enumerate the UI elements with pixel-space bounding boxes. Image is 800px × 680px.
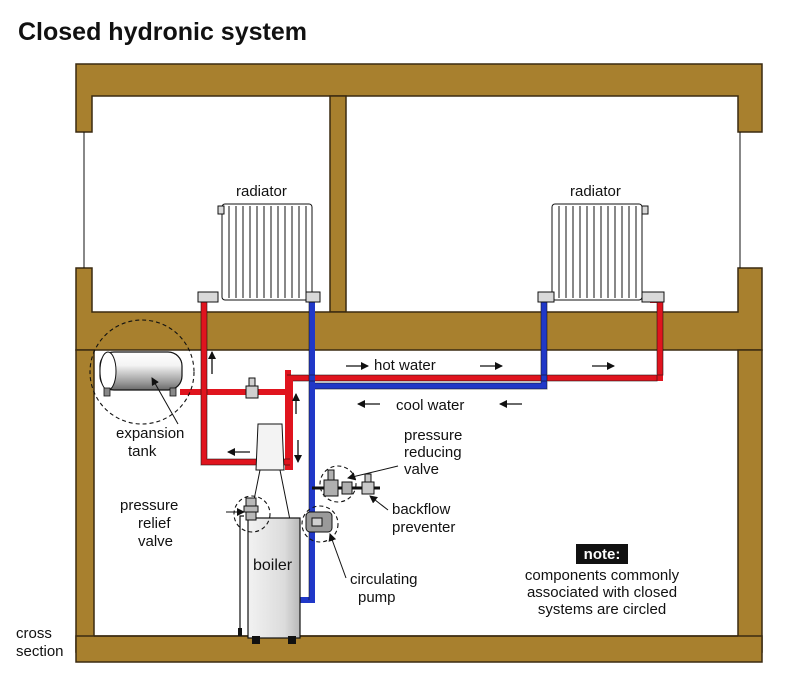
label-pressure-relief-2: relief (138, 515, 171, 532)
flow-arrows (208, 351, 615, 463)
label-circulating-2: pump (358, 589, 396, 606)
circulating-pump-circle (301, 505, 339, 543)
label-expansion-tank-2: tank (128, 443, 157, 460)
note-line-2: associated with closed (527, 584, 677, 601)
expansion-tank-circle (89, 319, 195, 425)
note-line-3: systems are circled (538, 601, 666, 618)
label-radiator-left: radiator (236, 183, 287, 200)
pressure-relief-circle (233, 495, 271, 533)
label-cool-water: cool water (396, 397, 464, 414)
roof-slab (75, 63, 763, 133)
label-pressure-reducing-2: reducing (404, 444, 462, 461)
label-cross-section-1: cross (16, 625, 52, 642)
left-lower-wall (75, 349, 95, 653)
label-pressure-reducing-3: valve (404, 461, 439, 478)
label-backflow-2: preventer (392, 519, 455, 536)
center-wall (329, 95, 347, 313)
label-pressure-relief-3: valve (138, 533, 173, 550)
backflow-preventer (361, 473, 375, 495)
label-radiator-right: radiator (570, 183, 621, 200)
label-expansion-tank-1: expansion (116, 425, 184, 442)
circulating-pump (305, 511, 333, 533)
cool-water-piping (300, 300, 547, 603)
pressure-relief-valve (243, 497, 259, 521)
label-cross-section-2: section (16, 643, 64, 660)
leader-lines (151, 377, 399, 579)
label-boiler: boiler (253, 557, 293, 574)
tank-valve (245, 377, 259, 399)
radiator-left (197, 203, 321, 303)
page-title: Closed hydronic system (18, 18, 307, 46)
label-circulating-1: circulating (350, 571, 418, 588)
ground-slab (75, 635, 763, 663)
note-badge: note: (584, 546, 621, 563)
label-hot-water: hot water (374, 357, 436, 374)
note-box: note: components commonly associated wit… (525, 544, 680, 618)
house-structure (75, 63, 763, 663)
boiler (238, 423, 301, 644)
right-lower-wall (737, 349, 763, 653)
pressure-reducing-circle (319, 465, 357, 503)
label-pressure-relief-1: pressure (120, 497, 178, 514)
radiator-right (537, 203, 665, 303)
label-pressure-reducing-1: pressure (404, 427, 462, 444)
expansion-tank (99, 351, 183, 397)
label-backflow-1: backflow (392, 501, 451, 518)
note-line-1: components commonly (525, 567, 680, 584)
